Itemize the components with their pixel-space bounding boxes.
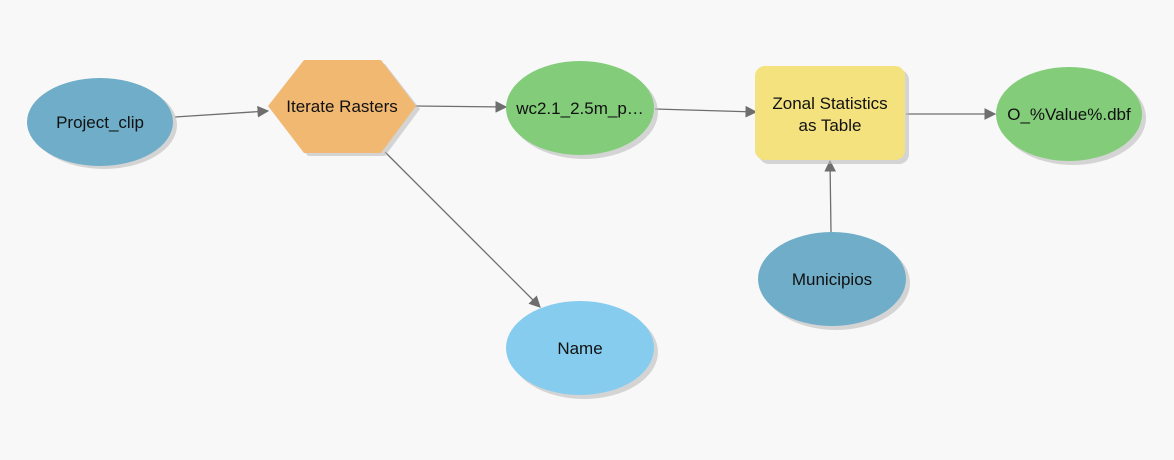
connector-iterate-to-name[interactable]: [384, 151, 541, 308]
node-iterate-rasters-label: Iterate Rasters: [286, 97, 398, 116]
connector-wc-raster-to-zonal[interactable]: [654, 105, 758, 118]
connector-projectclip-to-iterate[interactable]: [174, 105, 270, 118]
node-municipios[interactable]: Municipios: [758, 232, 910, 330]
connectors: [174, 101, 997, 308]
node-project-clip[interactable]: Project_clip: [27, 78, 177, 169]
node-wc-raster[interactable]: wc2.1_2.5m_p…: [506, 61, 658, 159]
node-zonal-statistics-label-line1: Zonal Statistics: [772, 94, 887, 113]
node-output-dbf[interactable]: O_%Value%.dbf: [996, 67, 1146, 165]
node-municipios-label: Municipios: [792, 270, 872, 289]
connector-iterate-to-wc-raster[interactable]: [414, 101, 508, 113]
node-name-label: Name: [557, 339, 602, 358]
node-name[interactable]: Name: [506, 301, 658, 399]
node-project-clip-label: Project_clip: [56, 113, 144, 132]
node-iterate-rasters[interactable]: Iterate Rasters: [268, 60, 420, 156]
node-output-dbf-label: O_%Value%.dbf: [1007, 105, 1131, 124]
connector-municipios-to-zonal[interactable]: [824, 159, 836, 233]
node-zonal-statistics[interactable]: Zonal Statistics as Table: [755, 66, 909, 164]
node-wc-raster-label: wc2.1_2.5m_p…: [515, 99, 644, 118]
node-zonal-statistics-label-line2: as Table: [798, 116, 861, 135]
